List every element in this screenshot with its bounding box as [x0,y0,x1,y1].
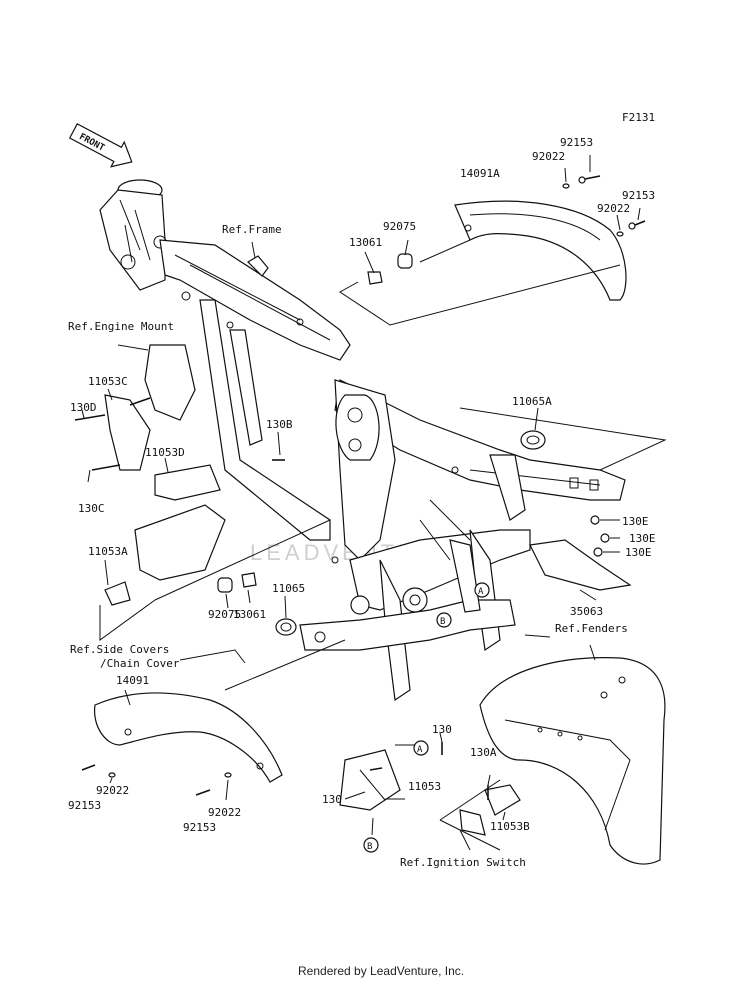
fender-cover-14091A [454,200,627,301]
marker-a: A [474,582,490,598]
rear-fender [479,657,666,865]
callout-130E: 130E [625,546,652,559]
callout-130E: 130E [629,532,656,545]
callout-92153: 92153 [68,799,101,812]
marker-a: A [413,740,429,756]
callout-130: 130 [322,793,342,806]
leader-lines [81,155,667,851]
callout-11065A: 11065A [512,395,552,408]
callout-11065: 11065 [272,582,305,595]
svg-text:A: A [478,587,484,597]
front-arrow-icon: FRONT [68,123,133,168]
footer-credit: Rendered by LeadVenture, Inc. [298,964,464,978]
ref-fenders-label: Ref.Fenders [555,622,628,635]
callout-92153: 92153 [622,189,655,202]
callout-130: 130 [432,723,452,736]
fender-cover-14091 [93,692,283,783]
callout-92022: 92022 [208,806,241,819]
callout-92022: 92022 [532,150,565,163]
callout-35063: 35063 [570,605,603,618]
frame-assembly [99,179,626,702]
callout-130B: 130B [266,418,293,431]
callout-130D: 130D [70,401,97,414]
svg-text:B: B [440,617,445,627]
marker-b: B [363,837,379,853]
callout-11053C: 11053C [88,375,128,388]
callout-11053B: 11053B [490,820,530,833]
callout-92075: 92075 [208,608,241,621]
callout-92022: 92022 [96,784,129,797]
callout-14091: 14091 [116,674,149,687]
callout-130E: 130E [622,515,649,528]
svg-text:A: A [417,745,423,755]
ref-engine-mount-label: Ref.Engine Mount [68,320,174,333]
callout-92022: 92022 [597,202,630,215]
svg-text:B: B [367,842,372,852]
ref-ignition-switch-label: Ref.Ignition Switch [400,856,526,869]
callout-92153: 92153 [560,136,593,149]
figure-code: F2131 [622,111,655,124]
callout-130A: 130A [470,746,497,759]
callout-92075: 92075 [383,220,416,233]
bolts-washers [74,175,646,836]
callout-13061: 13061 [233,608,266,621]
callout-13061: 13061 [349,236,382,249]
marker-b: B [436,612,452,628]
ref-frame-label: Ref.Frame [222,223,282,236]
callout-11053: 11053 [408,780,441,793]
callout-92153: 92153 [183,821,216,834]
callout-11053D: 11053D [145,446,185,459]
ref-chain-cover-label: /Chain Cover [100,657,180,670]
callout-14091A: 14091A [460,167,500,180]
callout-11053A: 11053A [88,545,128,558]
ref-side-covers-label: Ref.Side Covers [70,643,169,656]
callout-130C: 130C [78,502,105,515]
